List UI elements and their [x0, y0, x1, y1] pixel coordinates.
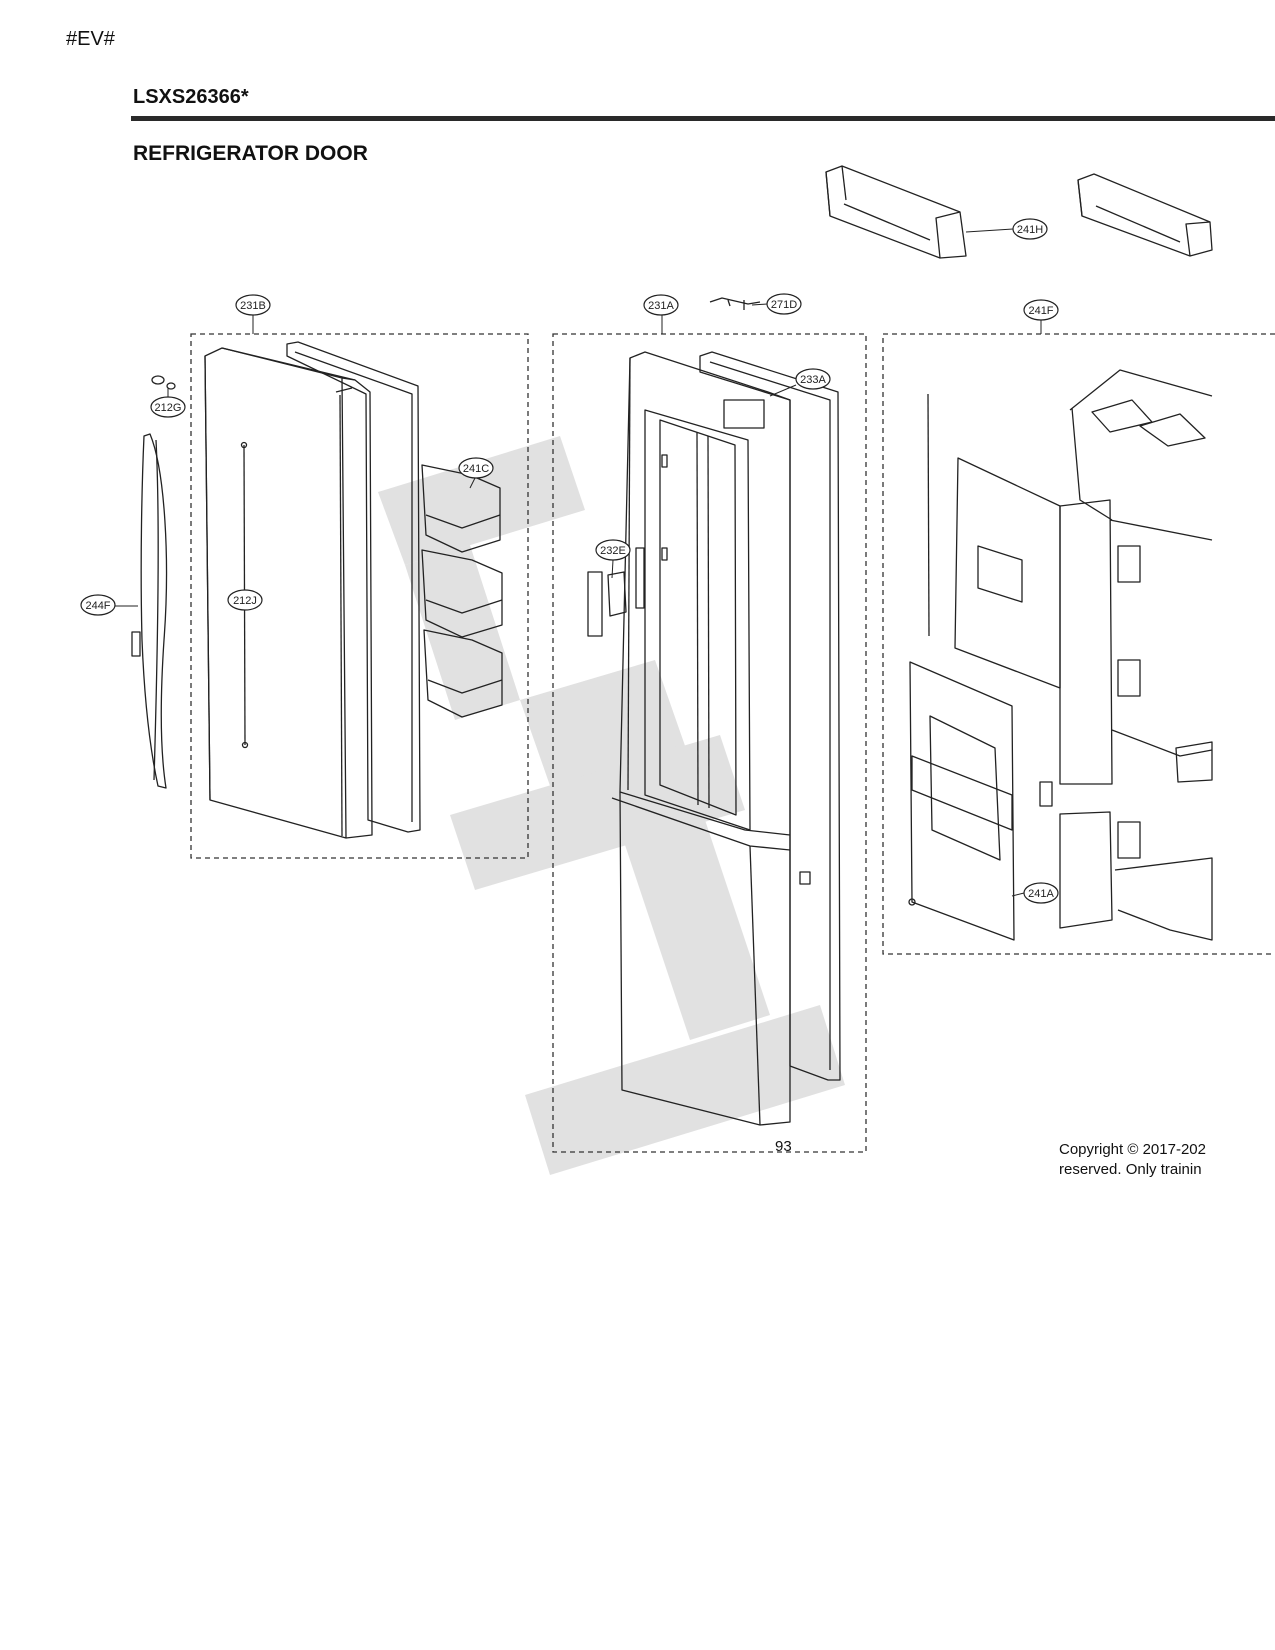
callout-label-244f: 244F	[85, 600, 110, 612]
assembly-box-231a	[552, 333, 867, 1153]
callout-label-232e: 232E	[600, 545, 626, 557]
page-number: 93	[775, 1138, 792, 1155]
door-bins-241c	[421, 464, 503, 718]
assembly-box-231b	[190, 333, 529, 859]
callout-label-271d: 271D	[771, 299, 797, 311]
document-tag: #EV#	[66, 28, 115, 50]
latch-232e	[587, 571, 627, 637]
callout-leaders	[115, 228, 1042, 897]
callout-241c: 241C	[458, 457, 494, 479]
callout-231a: 231A	[643, 294, 679, 316]
section-title: REFRIGERATOR DOOR	[133, 142, 368, 165]
callout-label-231a: 231A	[648, 300, 674, 312]
model-number: LSXS26366*	[133, 86, 249, 108]
callout-271d: 271D	[766, 293, 802, 315]
callout-label-241a: 241A	[1028, 888, 1054, 900]
callout-212j: 212J	[227, 589, 263, 611]
header-rule	[131, 116, 1275, 121]
callout-241h: 241H	[1012, 218, 1048, 240]
gasket-231b	[286, 341, 421, 833]
callouts: 231B 212G 244F 212J 241C 231A 271D 233A	[80, 218, 1059, 904]
callout-label-241h: 241H	[1017, 224, 1043, 236]
assembly-241f-parts	[908, 369, 1213, 941]
callout-232e: 232E	[595, 539, 631, 561]
assembly-boxes	[190, 333, 1275, 1153]
door-bin-241h	[825, 165, 967, 259]
callout-244f: 244F	[80, 594, 116, 616]
callout-233a: 233A	[795, 368, 831, 390]
handle-244f	[140, 433, 168, 789]
door-bin-right	[1077, 173, 1213, 257]
copyright-notice: Copyright © 2017-202 reserved. Only trai…	[1059, 1141, 1206, 1178]
clip-271d	[709, 297, 761, 310]
assembly-box-241f	[882, 333, 1275, 955]
callout-231b: 231B	[235, 294, 271, 316]
part-212g	[151, 375, 176, 390]
callout-label-212g: 212G	[155, 402, 182, 414]
callout-label-231b: 231B	[240, 300, 266, 312]
callout-label-241f: 241F	[1028, 305, 1053, 317]
door-231a	[611, 351, 791, 1126]
gasket-233a	[699, 351, 841, 1081]
callout-label-241c: 241C	[463, 463, 489, 475]
callout-label-233a: 233A	[800, 374, 826, 386]
callout-241a: 241A	[1023, 882, 1059, 904]
callout-212g: 212G	[150, 396, 186, 418]
callout-241f: 241F	[1023, 299, 1059, 321]
callout-label-212j: 212J	[233, 595, 257, 607]
parts-line-art	[131, 165, 1213, 1126]
door-231b	[204, 347, 373, 839]
watermark	[378, 436, 845, 1175]
